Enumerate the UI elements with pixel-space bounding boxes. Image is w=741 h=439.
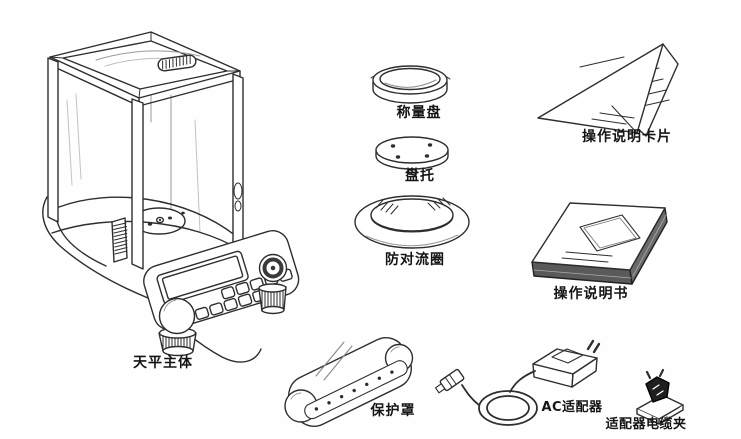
weighing-pan-drawing <box>370 65 451 104</box>
label-balance-body: 天平主体 <box>133 355 193 371</box>
left-foot <box>158 297 197 357</box>
pan-support-drawing <box>375 136 449 176</box>
label-instruction-manual: 操作说明书 <box>553 286 629 302</box>
instruction-manual-drawing <box>531 202 668 285</box>
cable-clip-drawing <box>636 368 684 425</box>
adjustment-knob <box>258 253 288 283</box>
label-protective-cover: 保护罩 <box>370 403 416 419</box>
label-pan-support: 盘托 <box>405 168 435 184</box>
door-handle <box>157 54 197 72</box>
label-ac-adapter: AC适配器 <box>541 400 603 415</box>
label-cable-clip: 适配器电缆夹 <box>605 417 687 432</box>
draft-ring-drawing <box>354 195 470 249</box>
label-draft-ring: 防对流圈 <box>385 252 445 268</box>
right-foot <box>258 283 287 315</box>
instruction-card-drawing <box>537 43 679 137</box>
ac-adapter-drawing <box>434 339 601 426</box>
balance-body-drawing <box>42 31 300 363</box>
label-instruction-card: 操作说明卡片 <box>582 129 672 145</box>
protective-cover-drawing <box>284 337 414 427</box>
dc-plug <box>434 368 465 394</box>
label-weighing-pan: 称量盘 <box>396 105 442 121</box>
